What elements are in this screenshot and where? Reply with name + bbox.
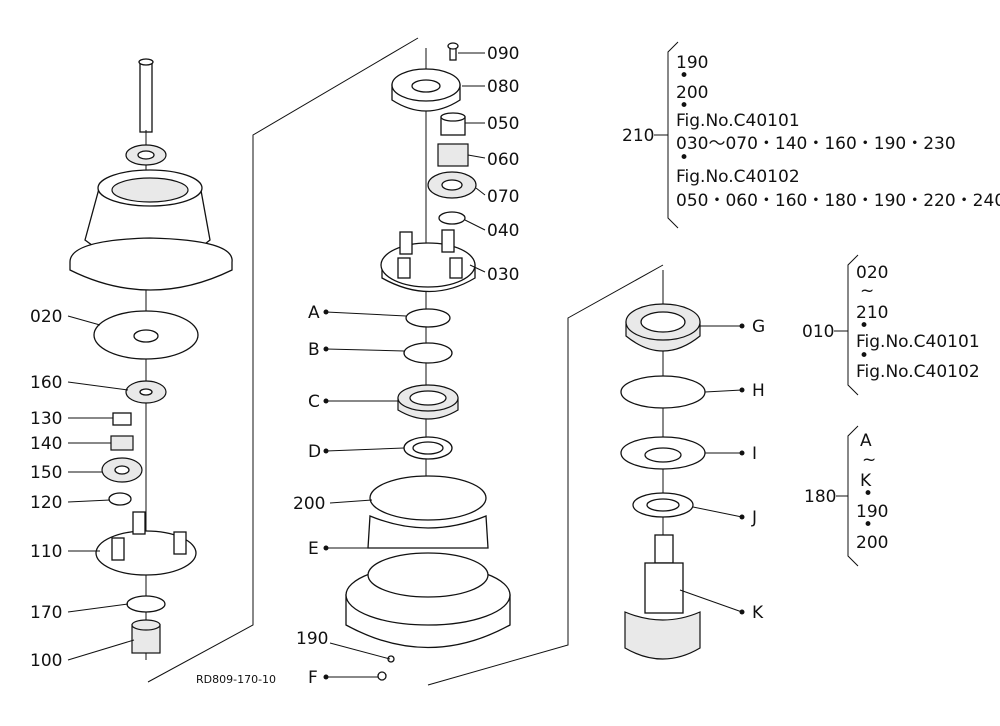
middle-assembly	[345, 42, 511, 681]
group-180-line-7: 200	[856, 533, 888, 553]
pinion-shaft-K	[654, 534, 674, 564]
callout-020: 020	[30, 307, 62, 327]
callout-110: 110	[30, 542, 62, 562]
callout-G: G	[752, 317, 765, 337]
group-210-ref: 210	[622, 126, 654, 146]
washer-040	[438, 211, 466, 225]
group-180-line-5: 190	[856, 502, 888, 522]
group-010-line-6: •	[859, 346, 869, 366]
snap-ring-170	[126, 595, 166, 613]
right-assembly	[620, 270, 706, 660]
bearing-140	[110, 435, 134, 451]
pinion-gear-K	[624, 611, 701, 660]
callout-030: 030	[487, 265, 519, 285]
callout-080: 080	[487, 77, 519, 97]
callout-170: 170	[30, 603, 62, 623]
frame-line-left	[147, 37, 419, 683]
callout-I: I	[752, 444, 757, 464]
drawing-number: RD809-170-10	[196, 673, 276, 686]
group-010-line-2: ~	[860, 281, 874, 301]
group-210-line-9: 050・060・160・180・190・220・240	[676, 191, 1000, 211]
callout-A: A	[308, 303, 320, 323]
callout-120: 120	[30, 493, 62, 513]
group-010-line-4: •	[859, 316, 869, 336]
callout-090: 090	[487, 44, 519, 64]
group-010-line-5: Fig.No.C40101	[856, 332, 980, 352]
o-ring-200	[369, 475, 487, 521]
group-210-line-1: 190	[676, 53, 708, 73]
plug-F	[377, 671, 387, 681]
group-210-line-6: 030〜070・140・160・190・230	[676, 134, 956, 154]
group-180-line-2: ~	[862, 450, 876, 470]
ring-B	[403, 342, 453, 364]
group-210: 210 190 • 200 • Fig.No.C40101 030〜070・14…	[622, 41, 1000, 229]
callout-C: C	[308, 392, 320, 412]
callout-J: J	[751, 508, 757, 528]
frame-line-right	[427, 264, 664, 686]
group-210-line-4: •	[679, 96, 689, 116]
callout-140: 140	[30, 434, 62, 454]
leader-lines	[67, 52, 745, 680]
callout-100: 100	[30, 651, 62, 671]
callout-130: 130	[30, 409, 62, 429]
group-180-line-3: K	[860, 471, 872, 491]
shaft	[139, 61, 153, 133]
shaft-top	[138, 58, 154, 66]
group-010-line-3: 210	[856, 303, 888, 323]
group-010: 010 020 ~ 210 • Fig.No.C40101 • Fig.No.C…	[802, 254, 980, 396]
callout-040: 040	[487, 221, 519, 241]
callout-150: 150	[30, 463, 62, 483]
plug-190	[387, 655, 395, 663]
group-210-line-7: •	[679, 148, 689, 168]
housing-flange	[69, 237, 233, 291]
part-130	[112, 412, 132, 426]
group-180-line-1: A	[860, 431, 872, 451]
group-010-line-7: Fig.No.C40102	[856, 362, 980, 382]
callout-K: K	[752, 603, 764, 623]
group-180: 180 A ~ K • 190 • 200	[804, 425, 888, 567]
callout-050: 050	[487, 114, 519, 134]
callout-070: 070	[487, 187, 519, 207]
group-010-line-1: 020	[856, 263, 888, 283]
group-210-line-8: Fig.No.C40102	[676, 167, 800, 187]
callout-190: 190	[296, 629, 328, 649]
callout-B: B	[308, 340, 320, 360]
ring-A	[405, 308, 451, 328]
ring-H	[620, 375, 706, 409]
callout-E: E	[308, 539, 319, 559]
callout-160: 160	[30, 373, 62, 393]
bearing-060	[437, 143, 469, 167]
group-180-ref: 180	[804, 487, 836, 507]
washer-120	[108, 492, 132, 506]
callout-H: H	[752, 381, 765, 401]
callout-060: 060	[487, 150, 519, 170]
callout-F: F	[308, 668, 318, 688]
left-assembly	[69, 58, 233, 660]
group-210-line-3: 200	[676, 83, 708, 103]
callout-D: D	[308, 442, 321, 462]
group-210-line-5: Fig.No.C40101	[676, 111, 800, 131]
group-010-ref: 010	[802, 322, 834, 342]
callout-200: 200	[293, 494, 325, 514]
group-180-line-6: •	[863, 515, 873, 535]
group-210-line-2: •	[679, 66, 689, 86]
group-180-line-4: •	[863, 484, 873, 504]
